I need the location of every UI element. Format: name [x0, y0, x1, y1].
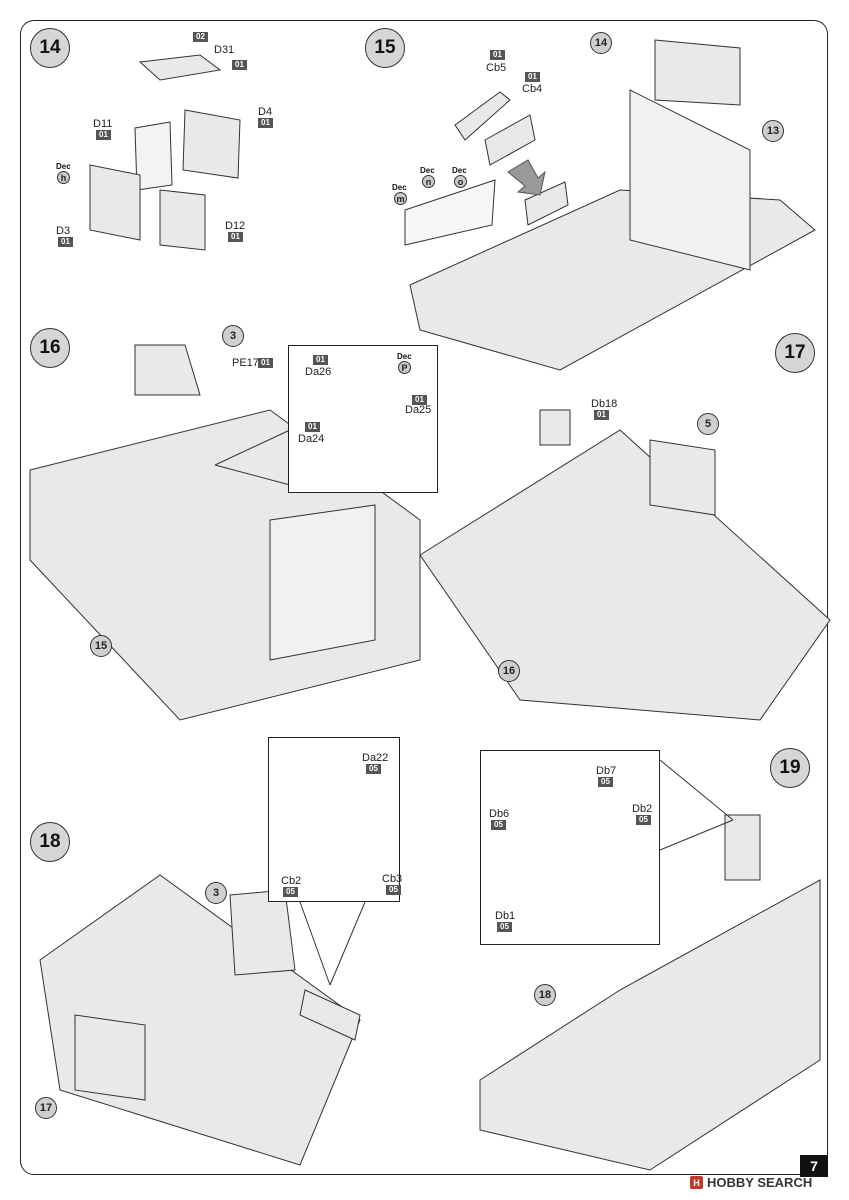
decal-p: P — [398, 361, 411, 374]
callout-18: 18 — [534, 984, 556, 1006]
seat-3 — [134, 344, 201, 396]
wall-16 — [269, 504, 376, 661]
part-label: Cb4 — [522, 83, 543, 95]
part-label: Db1 — [495, 910, 516, 922]
part-code: 05 — [366, 764, 381, 774]
step-number-19: 19 — [770, 748, 810, 788]
part-code: 05 — [598, 777, 613, 787]
part-code: 01 — [58, 237, 73, 247]
part-label: D4 — [258, 106, 273, 118]
part-code: 05 — [636, 815, 651, 825]
part-label: Cb3 — [382, 873, 403, 885]
step-number-17: 17 — [775, 333, 815, 373]
part-label: PE17 — [232, 357, 259, 369]
part-d3-side — [89, 164, 141, 241]
decal-h: h — [57, 171, 70, 184]
part-cb4 — [484, 114, 536, 166]
part-label: Db18 — [591, 398, 618, 410]
part-rack-18 — [299, 989, 361, 1041]
part-d12-panel — [159, 189, 206, 251]
dec-label: Dec — [56, 162, 71, 171]
part-code: 01 — [490, 50, 505, 60]
page-number: 7 — [800, 1155, 828, 1177]
part-label: Db6 — [489, 808, 510, 820]
jerrycan — [724, 814, 761, 881]
part-code: 05 — [491, 820, 506, 830]
part-code: 01 — [525, 72, 540, 82]
arrow-down-15 — [507, 159, 546, 196]
box-18 — [74, 1014, 146, 1101]
step-number-16: 16 — [30, 328, 70, 368]
watermark: H HOBBY SEARCH — [690, 1175, 812, 1190]
wall-15 — [629, 89, 751, 271]
part-label: D12 — [225, 220, 246, 232]
callout-5: 5 — [697, 413, 719, 435]
watermark-text: HOBBY SEARCH — [707, 1175, 813, 1190]
chassis-19 — [479, 879, 821, 1171]
part-code: 01 — [228, 232, 243, 242]
part-code: 01 — [232, 60, 247, 70]
part-label: Cb2 — [281, 875, 302, 887]
part-label: D11 — [93, 118, 113, 130]
decal-o: o — [454, 175, 467, 188]
dec-label: Dec — [392, 183, 407, 192]
part-label: Db7 — [596, 765, 617, 777]
callout-14: 14 — [590, 32, 612, 54]
part-label: D31 — [214, 44, 235, 56]
chassis-17 — [419, 429, 831, 721]
part-code: 01 — [258, 358, 273, 368]
decal-m: m — [394, 192, 407, 205]
part-label: Db2 — [632, 803, 653, 815]
inset-step19 — [480, 750, 660, 945]
box-14 — [654, 39, 741, 106]
seat-18 — [229, 889, 296, 976]
step-number-14: 14 — [30, 28, 70, 68]
box-5 — [649, 439, 716, 516]
part-label: D3 — [56, 225, 71, 237]
callout-16: 16 — [498, 660, 520, 682]
part-code: 01 — [594, 410, 609, 420]
decal-plate — [404, 179, 496, 246]
callout-13: 13 — [762, 120, 784, 142]
part-label: Da25 — [405, 404, 432, 416]
part-d31-lid — [138, 54, 222, 81]
decal-n: n — [422, 175, 435, 188]
callout-15: 15 — [90, 635, 112, 657]
callout-3: 3 — [222, 325, 244, 347]
part-label: Da24 — [298, 433, 325, 445]
part-code: 05 — [497, 922, 512, 932]
dec-label: Dec — [452, 166, 467, 175]
part-code: 05 — [386, 885, 401, 895]
step-number-15: 15 — [365, 28, 405, 68]
page-frame — [20, 20, 828, 1175]
part-code: 01 — [305, 422, 320, 432]
part-cb5 — [454, 91, 511, 141]
part-label: Cb5 — [486, 62, 507, 74]
step-number-18: 18 — [30, 822, 70, 862]
part-code: 01 — [313, 355, 328, 365]
part-d11-frame — [134, 121, 173, 191]
part-code: 01 — [258, 118, 273, 128]
part-subassembly-15 — [524, 181, 569, 226]
callout-3: 3 — [205, 882, 227, 904]
part-db18 — [539, 409, 571, 446]
watermark-logo-icon: H — [690, 1176, 703, 1189]
part-code: 01 — [412, 395, 427, 405]
dec-label: Dec — [420, 166, 435, 175]
part-code: 02 — [193, 32, 208, 42]
part-code: 01 — [96, 130, 111, 140]
dec-label: Dec — [397, 352, 412, 361]
part-label: Da22 — [362, 752, 389, 764]
part-label: Da26 — [305, 366, 332, 378]
inset-step16 — [288, 345, 438, 493]
callout-17: 17 — [35, 1097, 57, 1119]
part-d4-panel — [182, 109, 241, 179]
part-code: 05 — [283, 887, 298, 897]
